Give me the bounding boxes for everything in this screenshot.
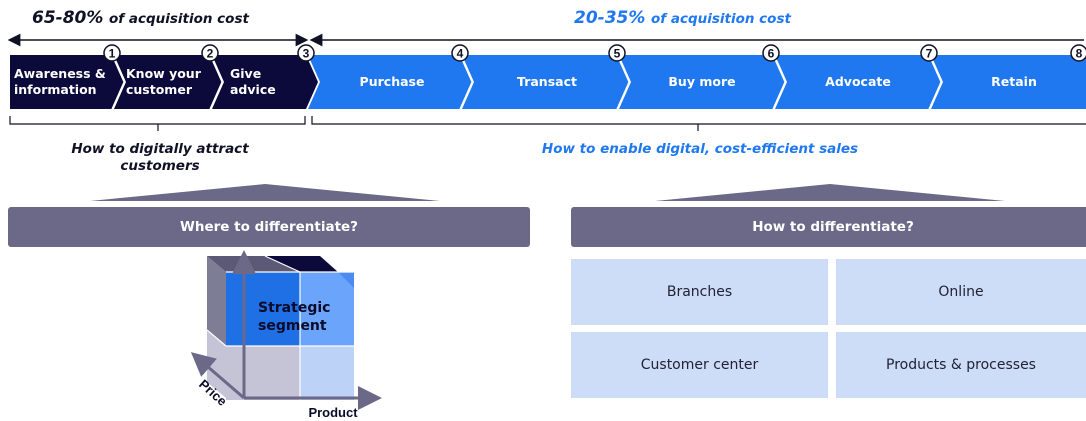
right-caption: How to enable digital, cost-efficient sa… [541,141,859,157]
segment-cube [190,250,382,410]
tile-products-processes: Products & processes [836,332,1086,398]
cube-top-right [265,256,338,272]
right-brace [311,116,1086,131]
tile-branches: Branches [571,259,828,325]
step-3-number: 3 [303,47,310,61]
step-8-number: 8 [1076,47,1083,61]
how-to-differentiate-header: How to differentiate? [571,207,1086,247]
cube-front-upper-right [300,272,354,346]
left-brace [9,116,306,131]
tile-customer-center: Customer center [571,332,828,398]
step-4-chevron [308,55,472,109]
right-cost-share: 20-35% of acquisition cost [574,8,791,28]
cube-front-strategic [226,272,300,346]
step-7-label: Advocate [825,74,891,89]
step-5-badge [608,44,626,62]
right-pyramid [655,184,1005,201]
cube-price-axis [190,352,245,400]
step-3-chevron [212,55,318,109]
step-4-number: 4 [457,47,464,61]
step-6-badge [762,44,780,62]
cube-front-lower-right [300,346,354,400]
step-8-label: Retain [991,74,1037,89]
step-6-label: Buy more [668,74,736,89]
step-3-label: Give advice [230,66,276,97]
step-8-badge [1070,44,1086,62]
left-cost-share: 65-80% of acquisition cost [32,8,249,28]
step-1-chevron [10,55,124,109]
step-2-label: Know your customer [126,66,201,97]
step-5-label: Transact [517,74,577,89]
step-6-chevron [619,55,785,109]
right-percent: 20-35% [574,8,646,28]
step-7-chevron [775,55,941,109]
left-caption: How to digitally attract customers [71,141,249,174]
left-percent-suffix: of acquisition cost [108,11,249,27]
cube-top-right-edge [300,272,354,288]
step-8-chevron [931,55,1086,109]
left-percent: 65-80% [32,8,104,28]
step-2-badge [201,44,219,62]
step-4-badge [451,44,469,62]
left-pyramid [90,184,440,201]
step-2-number: 2 [207,47,214,61]
step-3-badge [297,44,315,62]
step-2-chevron [114,55,222,109]
cube-side-upper [207,256,226,346]
step-5-chevron [462,55,629,109]
tile-online: Online [836,259,1086,325]
step-4-label: Purchase [359,74,425,89]
where-to-differentiate-header: Where to differentiate? [8,207,530,247]
step-7-number: 7 [926,47,933,61]
step-1-badge [103,44,121,62]
strategic-segment-label: Strategic segment [258,300,331,334]
step-6-number: 6 [768,47,775,61]
step-7-badge [920,44,938,62]
step-1-number: 1 [109,47,116,61]
right-percent-suffix: of acquisition cost [650,11,791,27]
axis-product-label: Product [308,405,358,420]
step-1-label: Awareness & information [14,66,106,97]
step-5-number: 5 [614,47,621,61]
cube-front-lower-left [226,346,300,400]
chevron-separators [111,54,942,110]
